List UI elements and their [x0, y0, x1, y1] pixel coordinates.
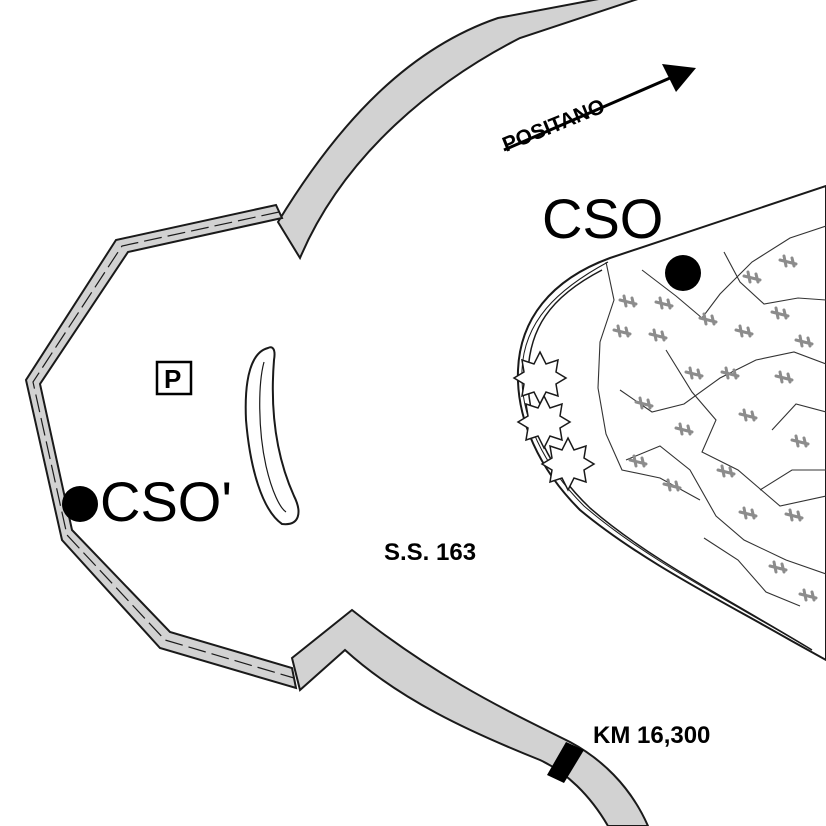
- tree-symbols: [512, 350, 596, 492]
- cso-prime-point-marker: [62, 486, 98, 522]
- parking-sign-icon: [155, 360, 193, 396]
- parking-loop-inner-line: [32, 211, 295, 679]
- km-label: KM 16,300: [593, 722, 710, 749]
- cso-prime-label: CSO': [100, 470, 232, 533]
- direction-arrow-line: [503, 76, 671, 152]
- tree-icon: [512, 350, 568, 406]
- road-name-label: S.S. 163: [384, 539, 476, 566]
- parking-island-inner: [259, 361, 287, 513]
- tree-icon: [516, 394, 572, 450]
- cso-label: CSO: [542, 187, 663, 250]
- vegetation-symbols: [612, 254, 818, 602]
- parking-island: [244, 346, 300, 526]
- direction-arrow-head-icon: [662, 64, 696, 92]
- parking-loop-band: [24, 203, 298, 690]
- km-marker-bar: [547, 742, 584, 783]
- tree-icon: [540, 436, 596, 492]
- upper-road-band: [276, 0, 639, 261]
- parking-label: P: [164, 364, 181, 394]
- cso-point-marker: [665, 255, 701, 291]
- lower-road-band: [290, 608, 650, 826]
- rock-contours: [597, 225, 826, 607]
- direction-label: POSITANO: [499, 95, 608, 157]
